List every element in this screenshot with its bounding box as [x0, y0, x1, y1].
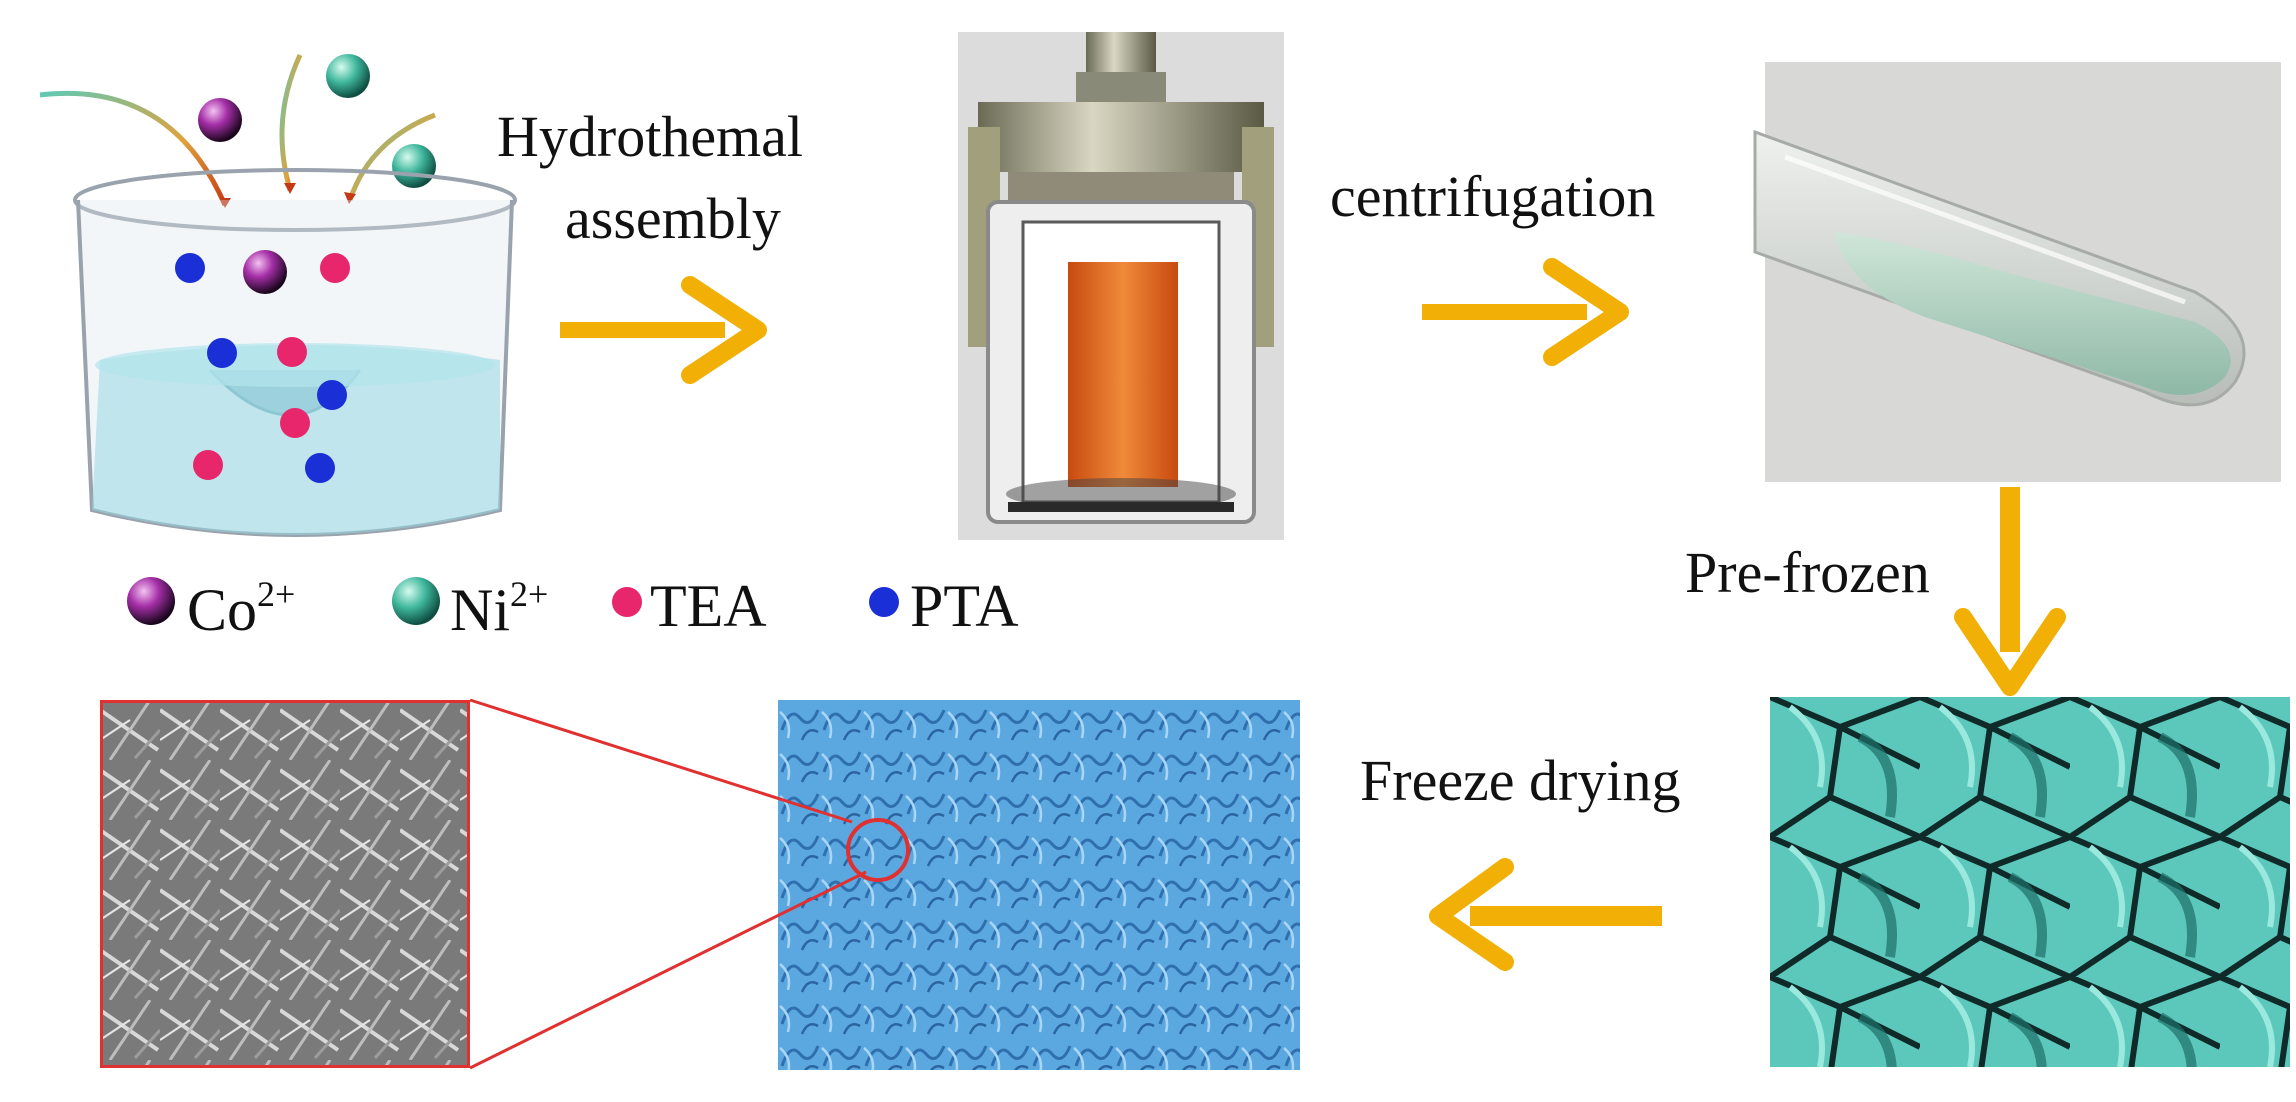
autoclave-reactor-image: [958, 32, 1284, 540]
teal-sphere-icon: [392, 577, 440, 625]
arrow-down-icon: [1954, 487, 2066, 696]
arrow-right-icon: [560, 276, 767, 384]
gel-test-tube-image: [1753, 62, 2281, 482]
tea-dot: [277, 337, 307, 367]
co-ion-sphere: [198, 98, 242, 142]
ion-flow-curve: [279, 53, 303, 191]
legend-co-label: Co2+: [187, 574, 296, 643]
sem-micrograph-image: [100, 700, 470, 1068]
blue-dot-icon: [869, 587, 899, 617]
arrow-left-icon: [1429, 858, 1662, 971]
step-label-pre-frozen: Pre-frozen: [1685, 540, 1930, 605]
tea-dot: [280, 408, 310, 438]
ion-flow-curve: [347, 112, 436, 201]
step-label-hydrothermal-line1: Hydrothemal: [497, 104, 804, 169]
step-label-freeze-drying: Freeze drying: [1360, 748, 1681, 813]
pta-dot: [207, 338, 237, 368]
zoom-circle: [846, 818, 910, 882]
purple-black-sphere-icon: [127, 577, 175, 625]
step-label-centrifugation: centrifugation: [1330, 164, 1656, 229]
beaker-illustration: [39, 53, 517, 537]
pta-dot: [175, 253, 205, 283]
arrow-right-icon: [1422, 258, 1629, 366]
frozen-cell-structure-image: [1770, 697, 2290, 1067]
pink-dot-icon: [612, 587, 642, 617]
ion-flow-curve: [39, 90, 228, 207]
legend-ni-label: Ni2+: [450, 574, 549, 643]
pta-dot: [317, 380, 347, 410]
legend: Co2+ Ni2+ TEA PTA: [125, 570, 1085, 650]
tea-dot: [193, 450, 223, 480]
step-label-hydrothermal-line2: assembly: [565, 186, 781, 251]
ni-ion-sphere: [326, 54, 370, 98]
pta-dot: [305, 453, 335, 483]
legend-pta-label: PTA: [910, 573, 1019, 639]
co-ion-sphere: [243, 250, 287, 294]
tea-dot: [320, 253, 350, 283]
legend-tea-label: TEA: [650, 573, 767, 639]
porous-foam-image: [778, 700, 1300, 1070]
